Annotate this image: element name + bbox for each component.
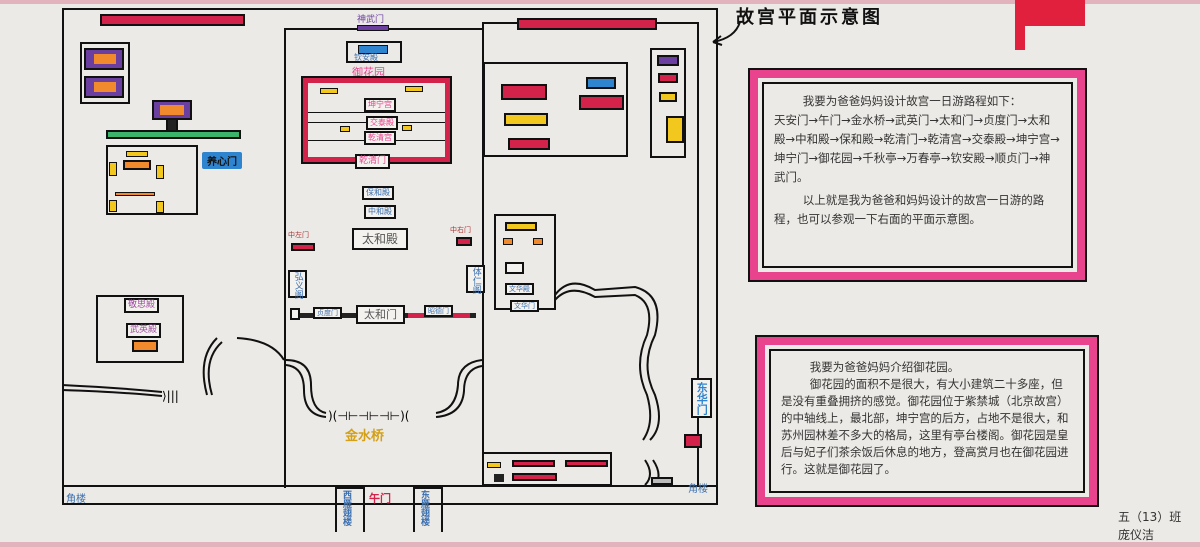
west-pavilion-label: 弘义阁: [288, 270, 307, 299]
west-waterway: ⟩|||: [62, 337, 285, 403]
north-east-wall-red: [517, 18, 657, 30]
red-flag-pole: [1015, 0, 1025, 50]
kunninggong-label: 坤宁宫: [364, 98, 396, 112]
east-hall-label: [505, 262, 525, 275]
garden-heading: 我要为爸爸妈妈介绍御花园。: [809, 360, 960, 374]
svg-text:⟩|||: ⟩|||: [162, 389, 179, 403]
red-flag: [1025, 0, 1085, 26]
jiaolou-southwest-label: 角楼: [66, 494, 86, 505]
west-hall-1: [84, 48, 124, 70]
south-east-block: [482, 452, 612, 486]
yangxinmen-label: 养心门: [202, 152, 242, 169]
west-wing: [335, 487, 365, 532]
qianqingmen-label: 乾清门: [355, 154, 391, 169]
wenhuamen-label: 文华门: [510, 300, 539, 313]
wuyingdian-label: 武英殿: [126, 323, 162, 338]
wumen-label: 午门: [369, 492, 391, 505]
route-text: 天安门→午门→金水桥→武英门→太和门→贞度门→太和殿→中和殿→保和殿→乾清门→乾…: [774, 113, 1060, 184]
svg-text:)(⊣⊢⊣⊢⊣⊢)(: )(⊣⊢⊣⊢⊣⊢)(: [328, 409, 409, 423]
signature: 五（13）班 庞仪洁: [1118, 508, 1181, 544]
zhaodemen-label: 昭德门: [424, 305, 453, 318]
west-courtyard: [106, 145, 198, 215]
wuying-courtyard: [96, 295, 184, 363]
green-wall: [106, 130, 241, 139]
shenwumen-label: 神武门: [357, 15, 385, 25]
west-hall-2: [84, 76, 124, 98]
taihemen-label: 太和门: [356, 305, 405, 325]
east-courtyard: [483, 62, 628, 157]
shenwumen-gate: [357, 25, 389, 31]
route-heading: 我要为爸爸妈妈设计故宫一日游路程如下：: [802, 94, 1022, 108]
zhongzuomen-gate: [291, 243, 315, 251]
qianqinggong-label: 乾清宫: [364, 131, 396, 145]
jiaolou-southeast-label: 角楼: [688, 484, 708, 495]
signature-name: 庞仪洁: [1118, 528, 1155, 542]
east-wing-label: 东雁翅楼: [419, 490, 429, 526]
zhongyoumen-gate: [456, 237, 472, 246]
jiaotaidian-label: 交泰殿: [366, 116, 398, 130]
east-pavilion-label: 体仁阁: [466, 265, 485, 294]
yuhuayuan-label: 御花园: [352, 66, 385, 79]
zhongyoumen-label: 中右门: [450, 226, 471, 234]
wenhuadian-label: 文华殿: [505, 283, 534, 296]
west-palace-block: [80, 42, 130, 104]
jinshui-river: )(⊣⊢⊣⊢⊣⊢)(: [286, 359, 482, 423]
east-narrow-block: [650, 48, 686, 158]
jingsidian-label: 敬思殿: [124, 298, 160, 313]
route-conclusion: 以上就是我为爸爸和妈妈设计的故宫一日游的路程，也可以参观一下右面的平面示意图。: [774, 193, 1045, 226]
outer-wall: [62, 8, 718, 505]
west-wing-label: 西雁翅楼: [341, 490, 351, 526]
jinshuiqiao-label: 金水桥: [345, 429, 385, 444]
route-card: 我要为爸爸妈妈设计故宫一日游路程如下： 天安门→午门→金水桥→武英门→太和门→贞…: [748, 68, 1087, 282]
taihedian-label: 太和殿: [352, 228, 409, 251]
north-wall-red: [100, 14, 245, 26]
donghuamen-label: 东华门: [691, 378, 713, 418]
qinandian-box: 钦安殿: [346, 41, 402, 63]
west-hall-3: [152, 100, 192, 120]
zhendumen-label: 贞度门: [313, 307, 342, 320]
baohedian-label: 保和殿: [362, 186, 394, 200]
east-wing: [413, 487, 443, 532]
signature-class: 五（13）班: [1118, 510, 1182, 524]
zhonghedian-label: 中和殿: [364, 205, 396, 219]
west-corner-gate: [290, 308, 301, 321]
garden-card: 我要为爸爸妈妈介绍御花园。 御花园的面积不是很大，有大小建筑二十多座，但是没有重…: [755, 335, 1099, 507]
garden-text: 御花园的面积不是很大，有大小建筑二十多座，但是没有重叠拥挤的感觉。御花园位于紫禁…: [781, 377, 1069, 476]
zhongzuomen-label: 中左门: [288, 231, 309, 239]
poster-title: 故宫平面示意图: [736, 7, 883, 28]
